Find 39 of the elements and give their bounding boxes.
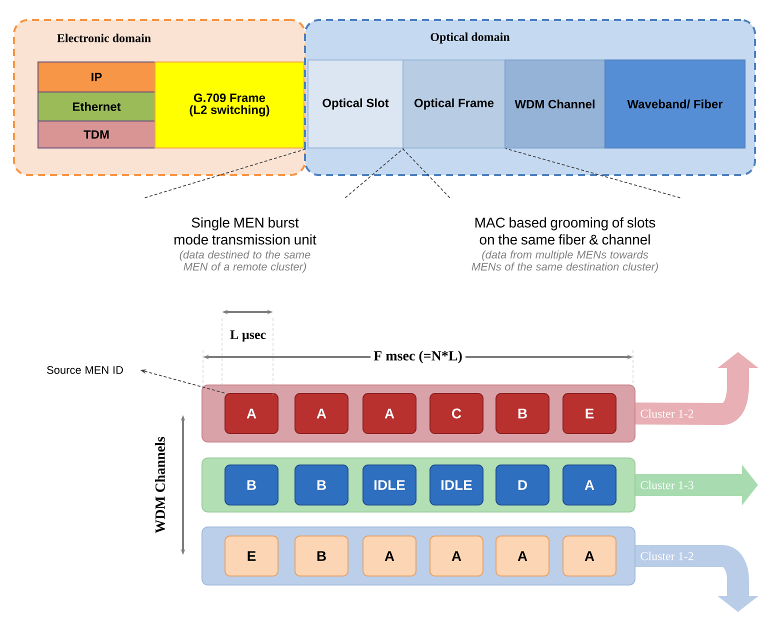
slot-box: A	[362, 393, 416, 434]
slot-box: A	[562, 536, 616, 576]
leader-line	[402, 148, 450, 198]
slot-box: E	[562, 393, 616, 434]
axis-label: WDM Channels	[155, 436, 165, 534]
edge-label: Cluster 1-2	[640, 409, 694, 418]
leader-line	[505, 148, 681, 198]
layer-box: TDM	[38, 120, 156, 148]
slot-box: D	[496, 464, 550, 506]
slot-box: B	[294, 464, 348, 506]
leader-line	[344, 148, 404, 198]
layer-box: Optical Frame	[402, 60, 506, 148]
slot-box: A	[562, 464, 616, 506]
dimension-label: F msec (=N*L)	[370, 348, 466, 366]
slot-box: C	[430, 393, 484, 434]
slot-box: B	[496, 393, 550, 434]
slot-box: A	[362, 536, 416, 576]
slot-box: B	[224, 464, 278, 506]
layer-box: IP	[38, 62, 156, 92]
slot-box: IDLE	[362, 464, 416, 506]
dimension-label: L µsec	[230, 330, 266, 342]
layer-box: G.709 Frame (L2 switching)	[154, 62, 304, 148]
slot-box: E	[224, 536, 278, 576]
layer-box: WDM Channel	[504, 60, 606, 148]
description-text: Single MEN burst mode transmission unit (data destined to the same MEN of a remote cluster)	[174, 217, 316, 273]
edge-label: Cluster 1-2	[640, 552, 694, 560]
description-text: MAC based grooming of slots on the same fiber & channel (data from multiple MENs towards MENs of the same destination cluster)	[472, 217, 658, 273]
leader-line	[144, 148, 308, 198]
edge-label: Cluster 1-3	[640, 480, 694, 490]
layer-box: Ethernet	[38, 92, 156, 122]
slot-box: A	[224, 393, 278, 434]
annotation-text: Source MEN ID	[47, 366, 123, 374]
layer-box: Optical Slot	[308, 60, 404, 148]
slot-box: A	[430, 536, 484, 576]
slot-box: IDLE	[430, 464, 484, 506]
slot-box: B	[294, 536, 348, 576]
slot-box: A	[294, 393, 348, 434]
slot-box: A	[496, 536, 550, 576]
layer-box: Waveband/ Fiber	[604, 60, 746, 148]
